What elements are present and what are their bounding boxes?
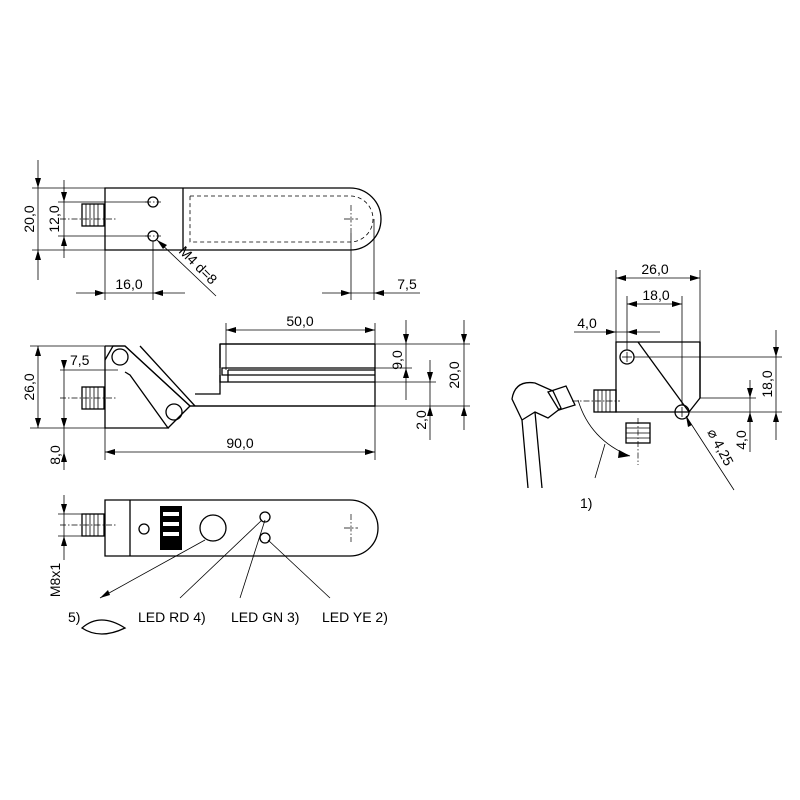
dim-side-width-26: 26,0 xyxy=(641,261,668,277)
side-view: 1) 26,0 18,0 4,0 18,0 4,0 xyxy=(511,261,782,511)
callout-led-red: LED RD 4) xyxy=(138,609,206,625)
led-yellow xyxy=(259,532,271,544)
dim-top-radius-7-5: 7,5 xyxy=(397,276,417,292)
dim-top-offset-16: 16,0 xyxy=(115,276,142,292)
bottom-view: M8x1 LED RD 4) LED GN 3) LED YE 2) 5) xyxy=(47,495,388,635)
dim-side-offset-4: 4,0 xyxy=(577,315,597,331)
top-connector-icon xyxy=(81,203,105,227)
teach-symbol xyxy=(138,523,150,535)
dim-bottom-thread: M8x1 xyxy=(47,563,63,597)
dim-mid-slot-9: 9,0 xyxy=(389,350,405,370)
dim-side-hole-4: 4,0 xyxy=(733,430,749,450)
dim-mid-height-20: 20,0 xyxy=(446,361,462,388)
callout-led-green: LED GN 3) xyxy=(231,609,299,625)
side-view-body xyxy=(615,341,701,413)
dim-side-height-18: 18,0 xyxy=(759,370,775,397)
top-view-body xyxy=(104,187,382,251)
front-hole-lower xyxy=(165,403,183,421)
teach-button xyxy=(199,514,227,542)
dim-mid-bottom-8: 8,0 xyxy=(47,445,63,465)
cable-plug-icon xyxy=(511,381,576,489)
brand-logo xyxy=(160,506,182,550)
dim-side-width-18: 18,0 xyxy=(642,287,669,303)
front-hole-upper xyxy=(111,348,129,366)
dim-mid-height-26: 26,0 xyxy=(21,373,37,400)
callout-note-1: 1) xyxy=(580,495,592,511)
dim-mid-offset-7-5: 7,5 xyxy=(70,352,90,368)
callout-note-5: 5) xyxy=(68,609,80,625)
top-view: 20,0 12,0 16,0 M4 d=8 7,5 xyxy=(21,160,420,300)
callout-led-yellow: LED YE 2) xyxy=(322,609,388,625)
bottom-view-body xyxy=(104,499,379,557)
dim-top-height-20: 20,0 xyxy=(21,205,37,232)
button-detail xyxy=(80,619,127,635)
dim-mid-length-90: 90,0 xyxy=(226,435,253,451)
top-view-slot xyxy=(189,195,374,243)
dim-mid-gap-2: 2,0 xyxy=(413,410,429,430)
dim-mid-slot-50: 50,0 xyxy=(286,313,313,329)
dim-top-holes-12: 12,0 xyxy=(46,205,62,232)
front-view: 50,0 26,0 7,5 9,0 20,0 2,0 xyxy=(21,313,470,470)
led-green xyxy=(259,511,271,523)
